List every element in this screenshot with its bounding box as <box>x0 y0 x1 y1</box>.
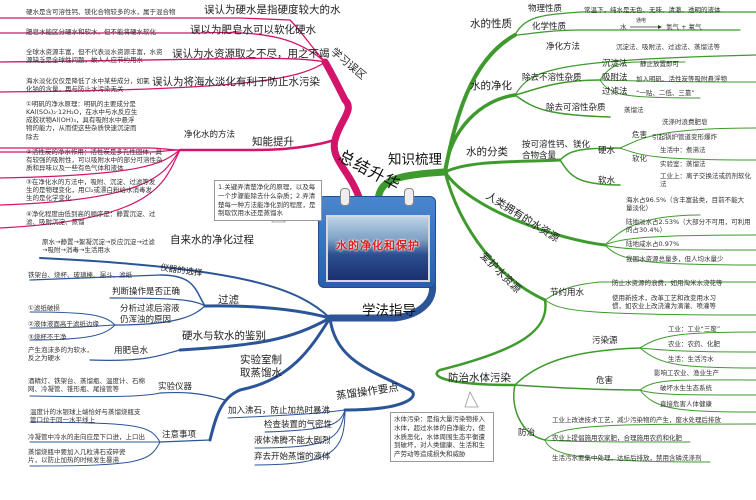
misconception-2-note: 肥皂水能区分硬水和软水，但不能将硬水软化 <box>26 28 156 36</box>
resource-china: 我国水资源总量多，但人均水量少 <box>626 255 724 263</box>
node-hard-soft-test[interactable]: 硬水与软水的鉴别 <box>182 330 266 342</box>
central-node[interactable]: 水的净化和保护 <box>318 188 436 288</box>
turbid-reason-1: ①滤纸破损 <box>28 304 60 312</box>
distill-op-1: 加入沸石，防止加热时暴沸 <box>228 406 331 416</box>
pollution-callout: 水体污染：是指大量污染物排入水体，超过水体的自净能力，使水质恶化，水体周围生态平… <box>390 412 494 462</box>
node-chemical-properties[interactable]: 化学性质 <box>532 22 567 32</box>
source-industry: 工业：工业“三废” <box>668 325 721 333</box>
chem-water: 水 <box>620 23 627 31</box>
misconception-3[interactable]: 误认为水资源取之不尽，用之不竭 <box>172 48 330 60</box>
misconception-4[interactable]: 误认为将海水淡化有利于防止水污染 <box>152 76 320 88</box>
branch-improvement[interactable]: 知能提升 <box>252 136 294 148</box>
node-physical-properties[interactable]: 物理性质 <box>528 4 563 14</box>
misconception-1-note: 硬水是含可溶性钙、镁化合物较多的水，属于混合物 <box>26 8 176 16</box>
misconception-1[interactable]: 误认为硬水是指硬度较大的水 <box>204 4 341 16</box>
sea-image: 水的净化和保护 <box>326 215 430 282</box>
charcoal-note: ②活性炭的净水作用：活性炭是多孔性固体，具有较强的吸附性，可以吸附水中的部分可溶… <box>26 148 163 173</box>
precaution-3: 蒸馏烧瓶中要加入几粒沸石或碎瓷片，以防止加热的时候发生暴沸 <box>28 448 126 465</box>
tap-water-note: 原水→静置→絮凝沉淀→反应沉淀→过滤→吸附→消毒→生活用水 <box>42 238 155 255</box>
node-lab-instruments[interactable]: 实验仪器 <box>158 382 193 392</box>
distill-op-3: 液体沸腾不能太剧烈 <box>254 436 331 446</box>
sedimentation-note: 静止放置即可 <box>640 60 679 68</box>
node-save-water[interactable]: 节约用水 <box>550 288 585 298</box>
prevention-agriculture: 农业上提倡施用农家肥，合理施用农药和化肥 <box>552 434 682 442</box>
physical-note: 常温下，纯水是无色、无味、清澈、透明的液体 <box>584 6 721 14</box>
softening-3: 工业上：离子交换法或药剂软化法 <box>660 172 751 189</box>
node-remove-soluble[interactable]: 除去可溶性杂质 <box>546 103 606 113</box>
calendar-ring-icon <box>404 188 414 206</box>
branch-knowledge[interactable]: 知识梳理 <box>388 152 442 168</box>
soluble-note: 蒸馏法 <box>624 106 644 114</box>
prevention-industry: 工业上改进技术工艺，减少污染物的产生，废水处理后排放 <box>552 416 721 424</box>
turbid-reason-3: ③烧杯不干净 <box>28 333 67 341</box>
resource-freshwater: 陆地淡水占2.53%（大部分不可用，可利用的占30.4%） <box>626 218 751 235</box>
node-sedimentation[interactable]: 沉淀法 <box>602 59 628 69</box>
classification-criterion: 按可溶性钙、镁化合物含量 <box>522 140 591 161</box>
hazard-1: 影响工农业、渔业生产 <box>654 369 719 377</box>
hazard-3: 直接危害人体健康 <box>660 400 712 408</box>
node-pollution-sources[interactable]: 污染源 <box>592 336 618 346</box>
resource-saltwater: 陆地咸水占0.97% <box>626 240 680 248</box>
save-water-1: 防止水资源的浪费，如用淘米水浇花等 <box>612 279 723 287</box>
node-filtration-method[interactable]: 过滤法 <box>602 87 628 97</box>
central-title: 水的净化和保护 <box>336 239 420 252</box>
misconception-3-note: 全球水资源丰富，但不代表淡水资源丰富，水资源缺乏是全球性问题，故人人应节约用水 <box>26 48 163 65</box>
harm-1: 洗涤时浪费肥皂 <box>662 118 708 126</box>
purity-order-note: ④净化程度由低到高的顺序是：静置沉淀、过滤、吸附沉淀、蒸馏 <box>26 210 156 227</box>
soap-water-note: 产生泡沫多的为软水，反之为硬水 <box>28 346 93 363</box>
node-soap-water[interactable]: 用肥皂水 <box>114 346 149 356</box>
turbid-reason-2: ②液体液面高于滤纸边缘 <box>28 320 99 328</box>
precaution-1: 温度计的水银球上端恰好与蒸馏烧瓶支管口位于同一水平线上 <box>30 408 141 425</box>
calendar-ring-icon <box>340 188 350 206</box>
node-purify-methods[interactable]: 净化方法 <box>546 42 581 52</box>
branch-study-guide[interactable]: 学法指导 <box>362 303 416 319</box>
node-purification[interactable]: 水的净化 <box>470 80 512 92</box>
node-tap-water[interactable]: 自来水的净化过程 <box>170 234 254 246</box>
chem-arrow-label: 通电 <box>636 18 647 24</box>
node-precautions[interactable]: 注意事项 <box>162 430 197 440</box>
node-prevent-pollution[interactable]: 防治水体污染 <box>448 372 511 384</box>
misconception-2[interactable]: 误以为肥皂水可以软化硬水 <box>190 24 316 36</box>
distill-op-4: 弃去开始蒸馏的液体 <box>254 452 331 462</box>
node-soft-water[interactable]: 软水 <box>598 176 616 186</box>
softening-1: 生活中：煮沸法 <box>660 146 706 154</box>
source-agriculture: 农业：农药、化肥 <box>668 340 720 348</box>
prevention-domestic: 生活污水要集中处理，达标后排放，禁用含磷洗涤剂 <box>552 454 702 462</box>
chem-products: 氢气 + 氧气 <box>666 23 702 31</box>
save-water-2: 使用新技术，改革工艺和改变用水习惯，如农业上改浇灌为滴灌、喷灌等 <box>612 294 716 311</box>
resource-seawater: 海水占96.5%（含丰富盐类，目前不能大量淡化） <box>626 196 745 213</box>
misconception-4-note: 海水淡化仅仅是降低了水中某些成分，如氯化钠的含量，再与防止水污染无关 <box>26 77 150 94</box>
lab-instruments-note: 酒精灯、铁架台、蒸馏瓶、温度计、石棉网、冷凝管、锥形瓶、尾接管等 <box>28 377 145 394</box>
node-filtration[interactable]: 过滤 <box>218 294 239 306</box>
alum-note: ①明矾的净水原理：明矾的主要成分是KAl(SO₄)₂·12H₂O，在水中与水反应… <box>26 100 138 141</box>
node-adsorption[interactable]: 吸附法 <box>602 73 628 83</box>
purification-methods-label[interactable]: 净化水的方法 <box>184 130 236 140</box>
change-type-note: ③在净化水的方法中，吸附、沉淀、过滤等发生的是物理变化，用Cl₂或漂白粉给水消毒… <box>26 178 156 203</box>
node-remove-insoluble[interactable]: 除去不溶性杂质 <box>522 73 582 83</box>
purify-methods-note: 沉淀法、吸附法、过滤法、蒸馏法等 <box>616 43 720 51</box>
hazard-2: 破坏水生生态系统 <box>660 384 712 392</box>
adsorption-note: 加入明矾、活性炭等吸附悬浮物 <box>636 75 727 83</box>
node-pollution-prevention[interactable]: 防治 <box>518 428 536 438</box>
node-pollution-hazards[interactable]: 危害 <box>596 376 614 386</box>
improvement-callout: 1.关键弄清楚净化的原理，以及每一个步骤能除去什么杂质；2.弄清楚每一种方法能净… <box>214 180 322 222</box>
node-water-properties[interactable]: 水的性质 <box>470 18 512 30</box>
distill-op-2: 检查装置的气密性 <box>264 420 333 430</box>
node-softening[interactable]: 软化 <box>632 154 647 163</box>
softening-2: 实验室：蒸馏法 <box>660 160 706 168</box>
node-turbid-reasons[interactable]: 分析过滤后溶液仍浑浊的原因 <box>120 304 180 325</box>
instrument-choice-note: 铁架台、烧杯、玻璃棒、漏斗、滤纸 <box>28 271 132 279</box>
node-judge-operation[interactable]: 判断操作是否正确 <box>112 287 181 297</box>
node-lab-distillation[interactable]: 实验室制取蒸馏水 <box>240 354 282 380</box>
node-hard-water[interactable]: 硬水 <box>598 146 616 156</box>
node-hard-harm[interactable]: 危害 <box>632 130 647 139</box>
filtration-note: “一贴、二低、三靠” <box>636 89 695 97</box>
node-classification[interactable]: 水的分类 <box>466 146 508 158</box>
source-domestic: 生活：生活污水 <box>668 355 714 363</box>
precaution-2: 冷凝管中冷水的走向应是下口进，上口出 <box>28 433 145 441</box>
harm-2: 引起锅炉管道变形爆炸 <box>652 133 717 141</box>
